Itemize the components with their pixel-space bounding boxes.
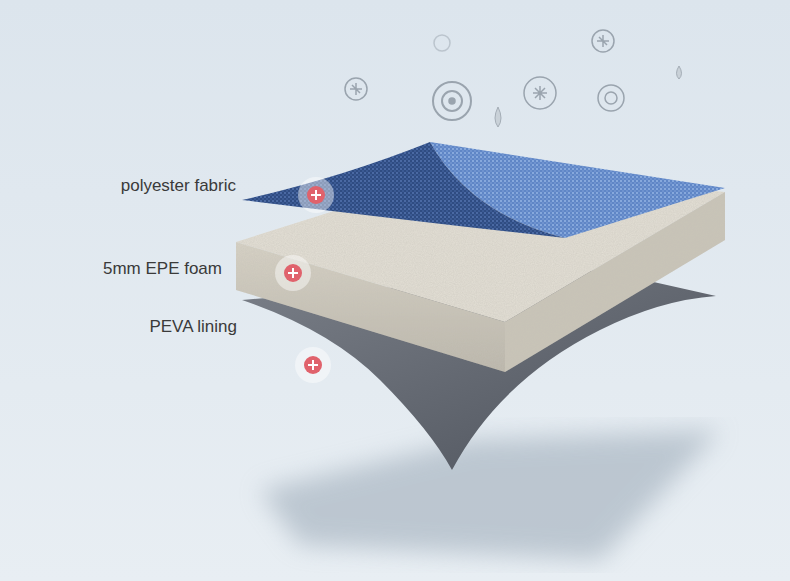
layer-label: PEVA lining <box>149 317 237 337</box>
layer-label: polyester fabric <box>121 176 236 196</box>
layer-label: 5mm EPE foam <box>103 259 222 279</box>
